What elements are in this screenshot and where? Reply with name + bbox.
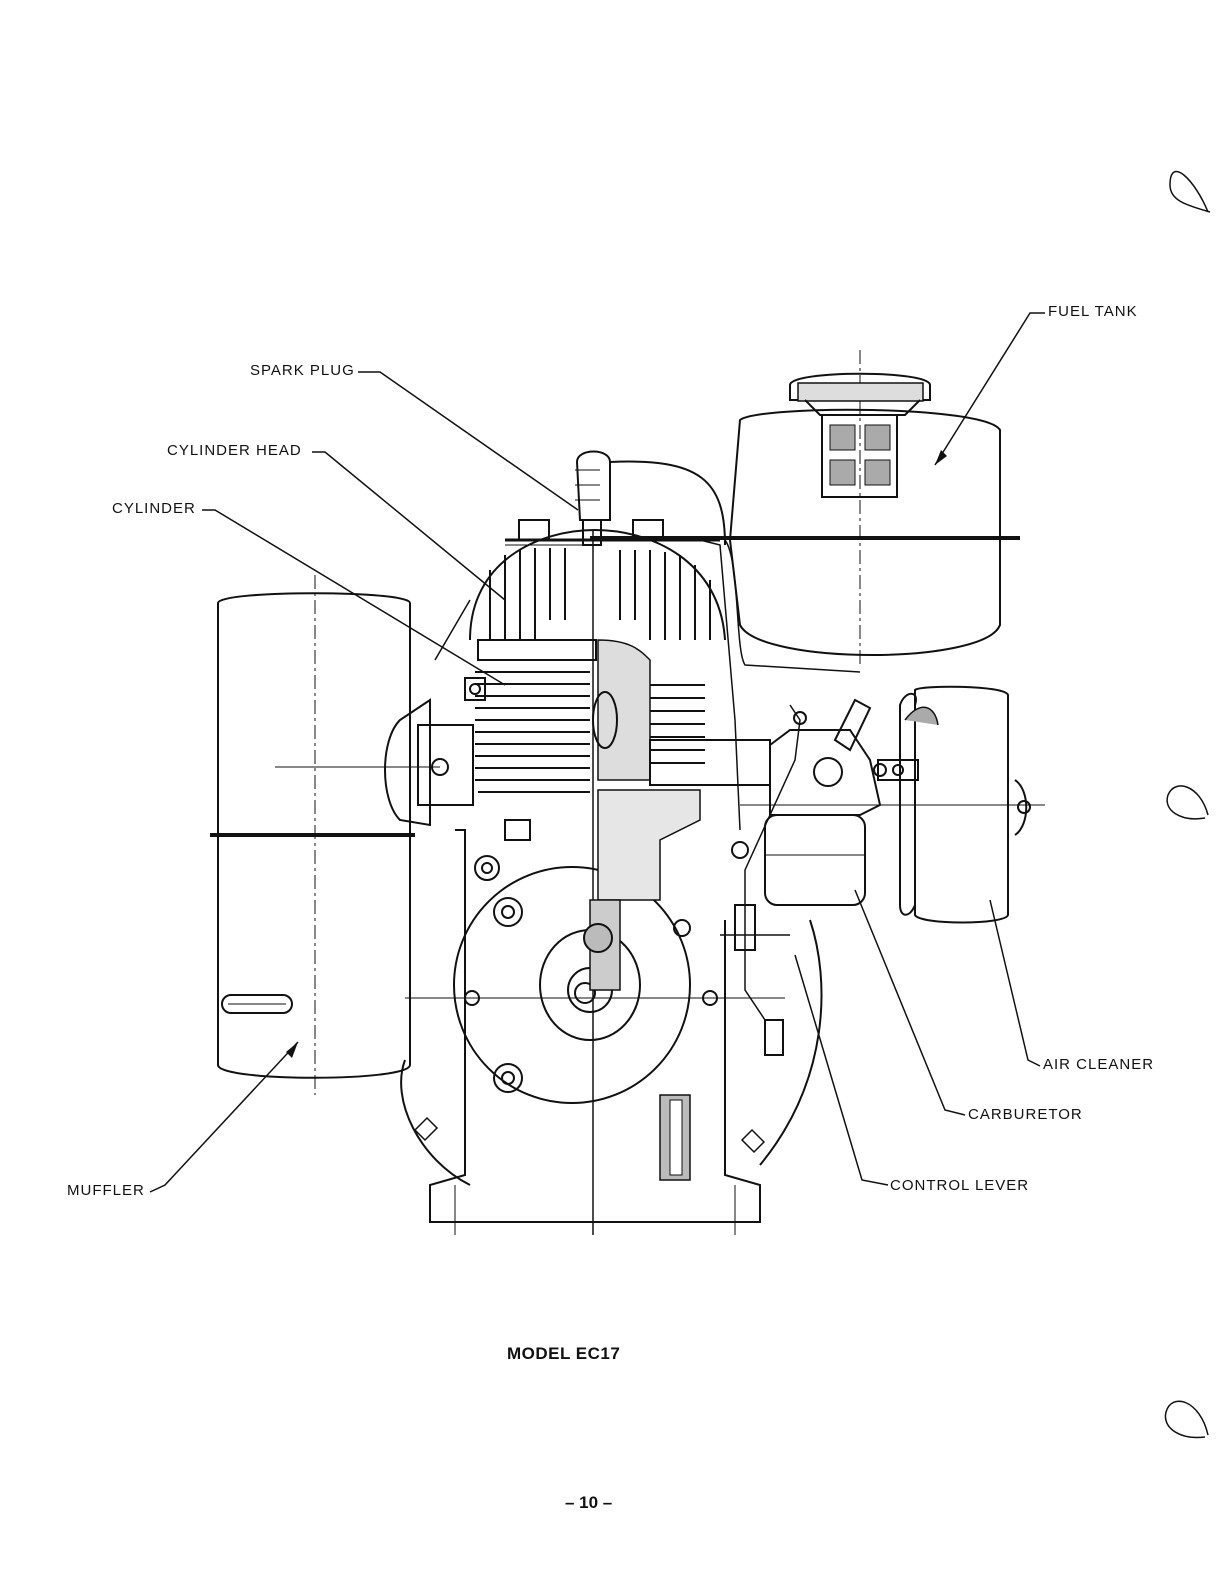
label-cylinder: CYLINDER (112, 500, 196, 517)
carburetor-assembly (650, 700, 1045, 1055)
fuel-tank (590, 350, 1020, 830)
spark-plug (519, 452, 725, 546)
leader-air-cleaner (990, 900, 1040, 1066)
muffler-body (210, 575, 440, 1095)
leader-muffler (150, 1042, 298, 1192)
label-muffler: MUFFLER (67, 1182, 145, 1199)
figure-caption: MODEL EC17 (507, 1344, 620, 1364)
page-number: – 10 – (565, 1493, 612, 1513)
label-cylinder-head: CYLINDER HEAD (167, 442, 302, 459)
leader-cylinder-head (312, 452, 505, 600)
label-control-lever: CONTROL LEVER (890, 1177, 1029, 1194)
binder-hole-marks (1165, 172, 1210, 1438)
label-spark-plug: SPARK PLUG (250, 362, 355, 379)
leader-carburetor (855, 890, 965, 1115)
leader-spark-plug (358, 372, 578, 510)
label-carburetor: CARBURETOR (968, 1106, 1083, 1123)
leader-fuel-tank (935, 313, 1045, 465)
leader-cylinder (202, 510, 505, 685)
leader-control-lever (795, 955, 888, 1185)
label-air-cleaner: AIR CLEANER (1043, 1056, 1154, 1073)
label-fuel-tank: FUEL TANK (1048, 303, 1138, 320)
